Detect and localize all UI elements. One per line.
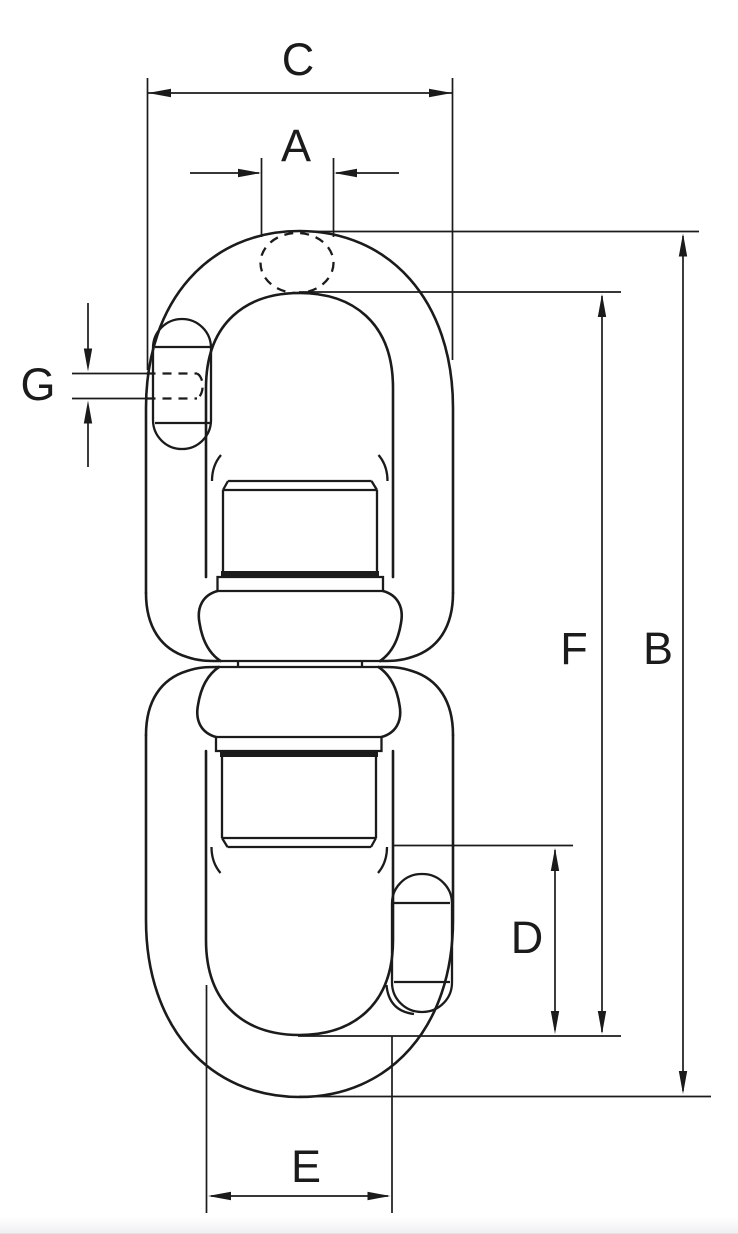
arrowhead-bottom (678, 1071, 688, 1094)
hidden-hole-end-arc (196, 372, 204, 400)
arrowhead-top (550, 848, 560, 871)
hole-opening-arc (385, 984, 415, 1016)
outer-eye-closing-left (144, 591, 220, 663)
arrowhead-top (597, 294, 607, 317)
arrowhead-bottom (550, 1011, 560, 1034)
arrowhead-left (238, 168, 261, 178)
reference-lines (72, 372, 148, 400)
arrowhead-left (208, 1191, 231, 1201)
shank-fillet-left (210, 454, 222, 482)
swivel-upper-eye (144, 229, 455, 663)
dim-label-e: E (291, 1141, 321, 1192)
dimension-A: A (190, 120, 399, 237)
outer-eye-outline (144, 229, 455, 595)
arrowhead-down (83, 348, 93, 372)
arrowhead-up (83, 400, 93, 424)
dimension-D: D (393, 844, 573, 1034)
hidden-hole-lines (146, 372, 197, 400)
extension-lines (299, 230, 711, 1098)
shank-fillet-right (377, 454, 389, 482)
arrowhead-left (148, 88, 171, 98)
dim-label-a: A (281, 120, 311, 171)
bell-skirt-left (197, 589, 222, 663)
arrowhead-bottom (597, 1011, 607, 1034)
dim-label-d: D (511, 912, 544, 963)
collar-flange (216, 575, 385, 593)
nut-chamfer (221, 479, 378, 492)
dim-label-g: G (20, 359, 55, 410)
dim-label-b: B (643, 623, 673, 674)
bell-skirt-right (378, 589, 403, 663)
dimension-G: G (20, 303, 148, 467)
extension-lines (260, 158, 335, 237)
dim-label-c: C (282, 34, 315, 85)
page-bottom-edge (0, 1217, 738, 1234)
lower-right-boss (385, 872, 454, 1016)
arrowhead-right (334, 168, 357, 178)
dimension-C: C (146, 34, 454, 370)
extension-lines (205, 985, 393, 1213)
outer-eye-closing-right (379, 591, 455, 663)
extension-lines (298, 291, 621, 1037)
extension-lines (146, 78, 454, 370)
hidden-pin-circle (259, 231, 335, 295)
upper-left-boss (146, 317, 213, 451)
arrowhead-right (367, 1191, 391, 1201)
swivel-lower-eye (146, 667, 453, 1097)
arrowhead-top (678, 233, 688, 257)
nut-block-sides (221, 490, 379, 571)
dim-label-f: F (560, 623, 588, 674)
arrowhead-right (429, 88, 452, 98)
dimension-B: B (299, 230, 711, 1098)
dimension-F: F (298, 291, 621, 1037)
dimension-E: E (205, 985, 393, 1213)
swivel-joint (218, 659, 381, 669)
inner-opening-outline (204, 291, 395, 579)
